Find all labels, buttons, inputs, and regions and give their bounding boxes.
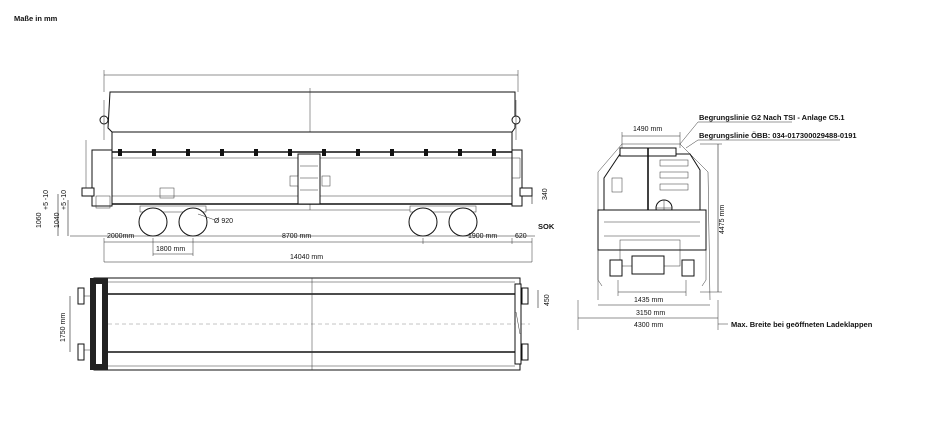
buffer-height-2: 1040 — [54, 212, 61, 228]
body-width-dim: 3150 mm — [636, 310, 665, 317]
wheel-diameter-dim: Ø 920 — [214, 218, 233, 225]
control-panel — [297, 153, 321, 205]
buffer-height-1: 1060 — [36, 212, 43, 228]
hatch-offset-dim: 450 — [544, 294, 551, 306]
total-length-dim: 14040 mm — [290, 254, 323, 261]
rail-level-label: SOK — [538, 222, 555, 231]
side-height-dim: 340 — [542, 188, 549, 200]
gauge-line-note-2: Begrungslinie ÖBB: 034-017300029488-0191 — [699, 131, 857, 140]
top-width-dim: 1490 mm — [633, 126, 662, 133]
buffer-tolerance-1: +5 -10 — [43, 190, 50, 210]
track-gauge-dim: 1435 mm — [634, 297, 663, 304]
bogie-center-dim: 8700 mm — [282, 233, 311, 240]
data-plate — [159, 187, 175, 199]
buffer-right — [519, 187, 533, 197]
buffer-tolerance-2: +5 -10 — [61, 190, 68, 210]
left-end — [81, 140, 113, 209]
plan-width-dim: 1750 mm — [60, 313, 67, 342]
end-view: 1490 mm 4475 mm 1435 mm 3150 mm — [577, 113, 873, 330]
wheel-right — [681, 259, 695, 277]
max-width-note: Max. Breite bei geöffneten Ladeklappen — [731, 320, 873, 329]
wheel — [408, 207, 438, 237]
left-bogie — [138, 205, 208, 237]
hatch-latches — [118, 149, 496, 156]
side-view: SOK 340 1060 +5 -10 1040 +5 -10 Ø 920 20… — [36, 70, 555, 263]
left-overhang-dim: 2000mm — [107, 233, 134, 240]
right-overhang-dim: 1900 mm — [468, 233, 497, 240]
end-body — [603, 153, 701, 211]
right-end — [511, 149, 533, 207]
wheel-left — [609, 259, 623, 277]
right-bogie — [408, 205, 478, 237]
wheelbase-dim: 1800 mm — [156, 246, 185, 253]
plan-view: 1750 mm 450 — [60, 277, 551, 371]
wheel — [448, 207, 478, 237]
wheel — [178, 207, 208, 237]
end-height-dim: 4475 mm — [719, 205, 726, 234]
units-note: Maße in mm — [14, 14, 58, 23]
max-width-dim: 4300 mm — [634, 322, 663, 329]
gauge-outline — [597, 143, 711, 301]
gauge-line-note-1: Begrungslinie G2 Nach TSI - Anlage C5.1 — [699, 113, 845, 122]
end-underframe — [597, 209, 707, 251]
buffer-offset-dim: 620 — [515, 233, 527, 240]
hopper-roof — [107, 91, 516, 133]
buffer-left — [81, 187, 95, 197]
wheel — [138, 207, 168, 237]
